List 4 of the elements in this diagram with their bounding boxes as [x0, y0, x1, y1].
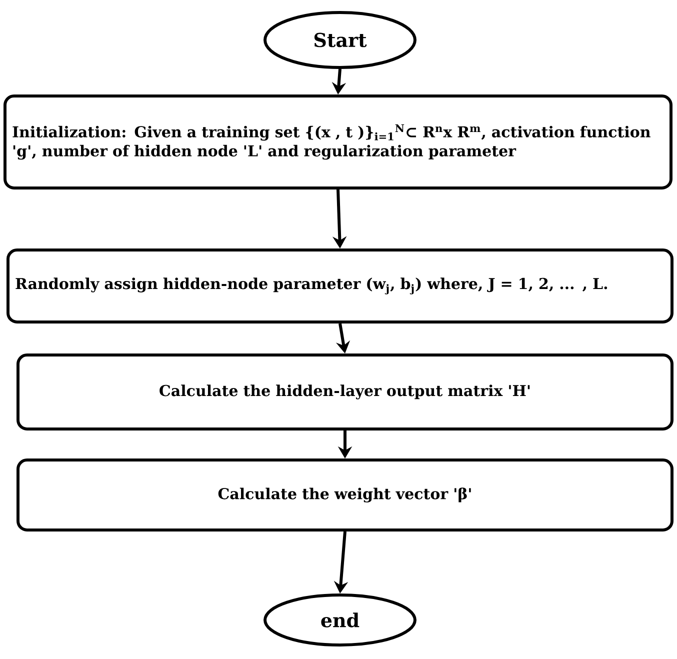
process-box: Randomly assign hidden-node parameter (w$_{j}$, b$_{j}$) where, J = 1, 2, ... , L.	[6, 248, 674, 324]
process-box: Calculate the hidden-layer output matrix 'H'	[16, 354, 674, 430]
process-box: Calculate the weight vector 'β'	[16, 458, 674, 532]
process-box: Initialization: Given a training set {(x , t )}$_{i=1}$$^{N}$⊂ R$^{n}$x R$^{m}$, activation function 'g', number of hidden node 'L' and regularization parameter	[4, 94, 672, 190]
